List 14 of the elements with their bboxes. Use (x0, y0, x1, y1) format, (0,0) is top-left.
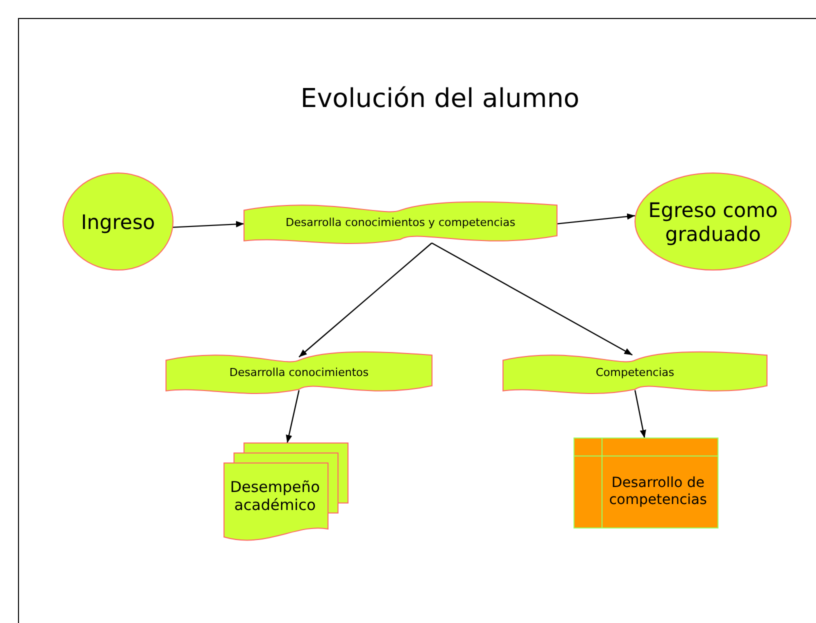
arrow (634, 390, 646, 438)
node-label: Desarrollo de competencias (608, 475, 708, 509)
node-label: Egreso como graduado (647, 198, 779, 246)
arrow (172, 221, 244, 228)
node-label: Competencias (596, 366, 674, 380)
arrow (432, 242, 633, 356)
node-label: Desarrolla conocimientos y competencias (286, 216, 516, 230)
node-label: Desarrolla conocimientos (229, 366, 369, 380)
arrow (298, 242, 432, 358)
node-label: Ingreso (80, 210, 155, 234)
title: Evolución del alumno (300, 84, 580, 114)
arrow (556, 213, 636, 224)
arrow (286, 390, 300, 444)
node-label: Desempeño académico (229, 478, 321, 514)
